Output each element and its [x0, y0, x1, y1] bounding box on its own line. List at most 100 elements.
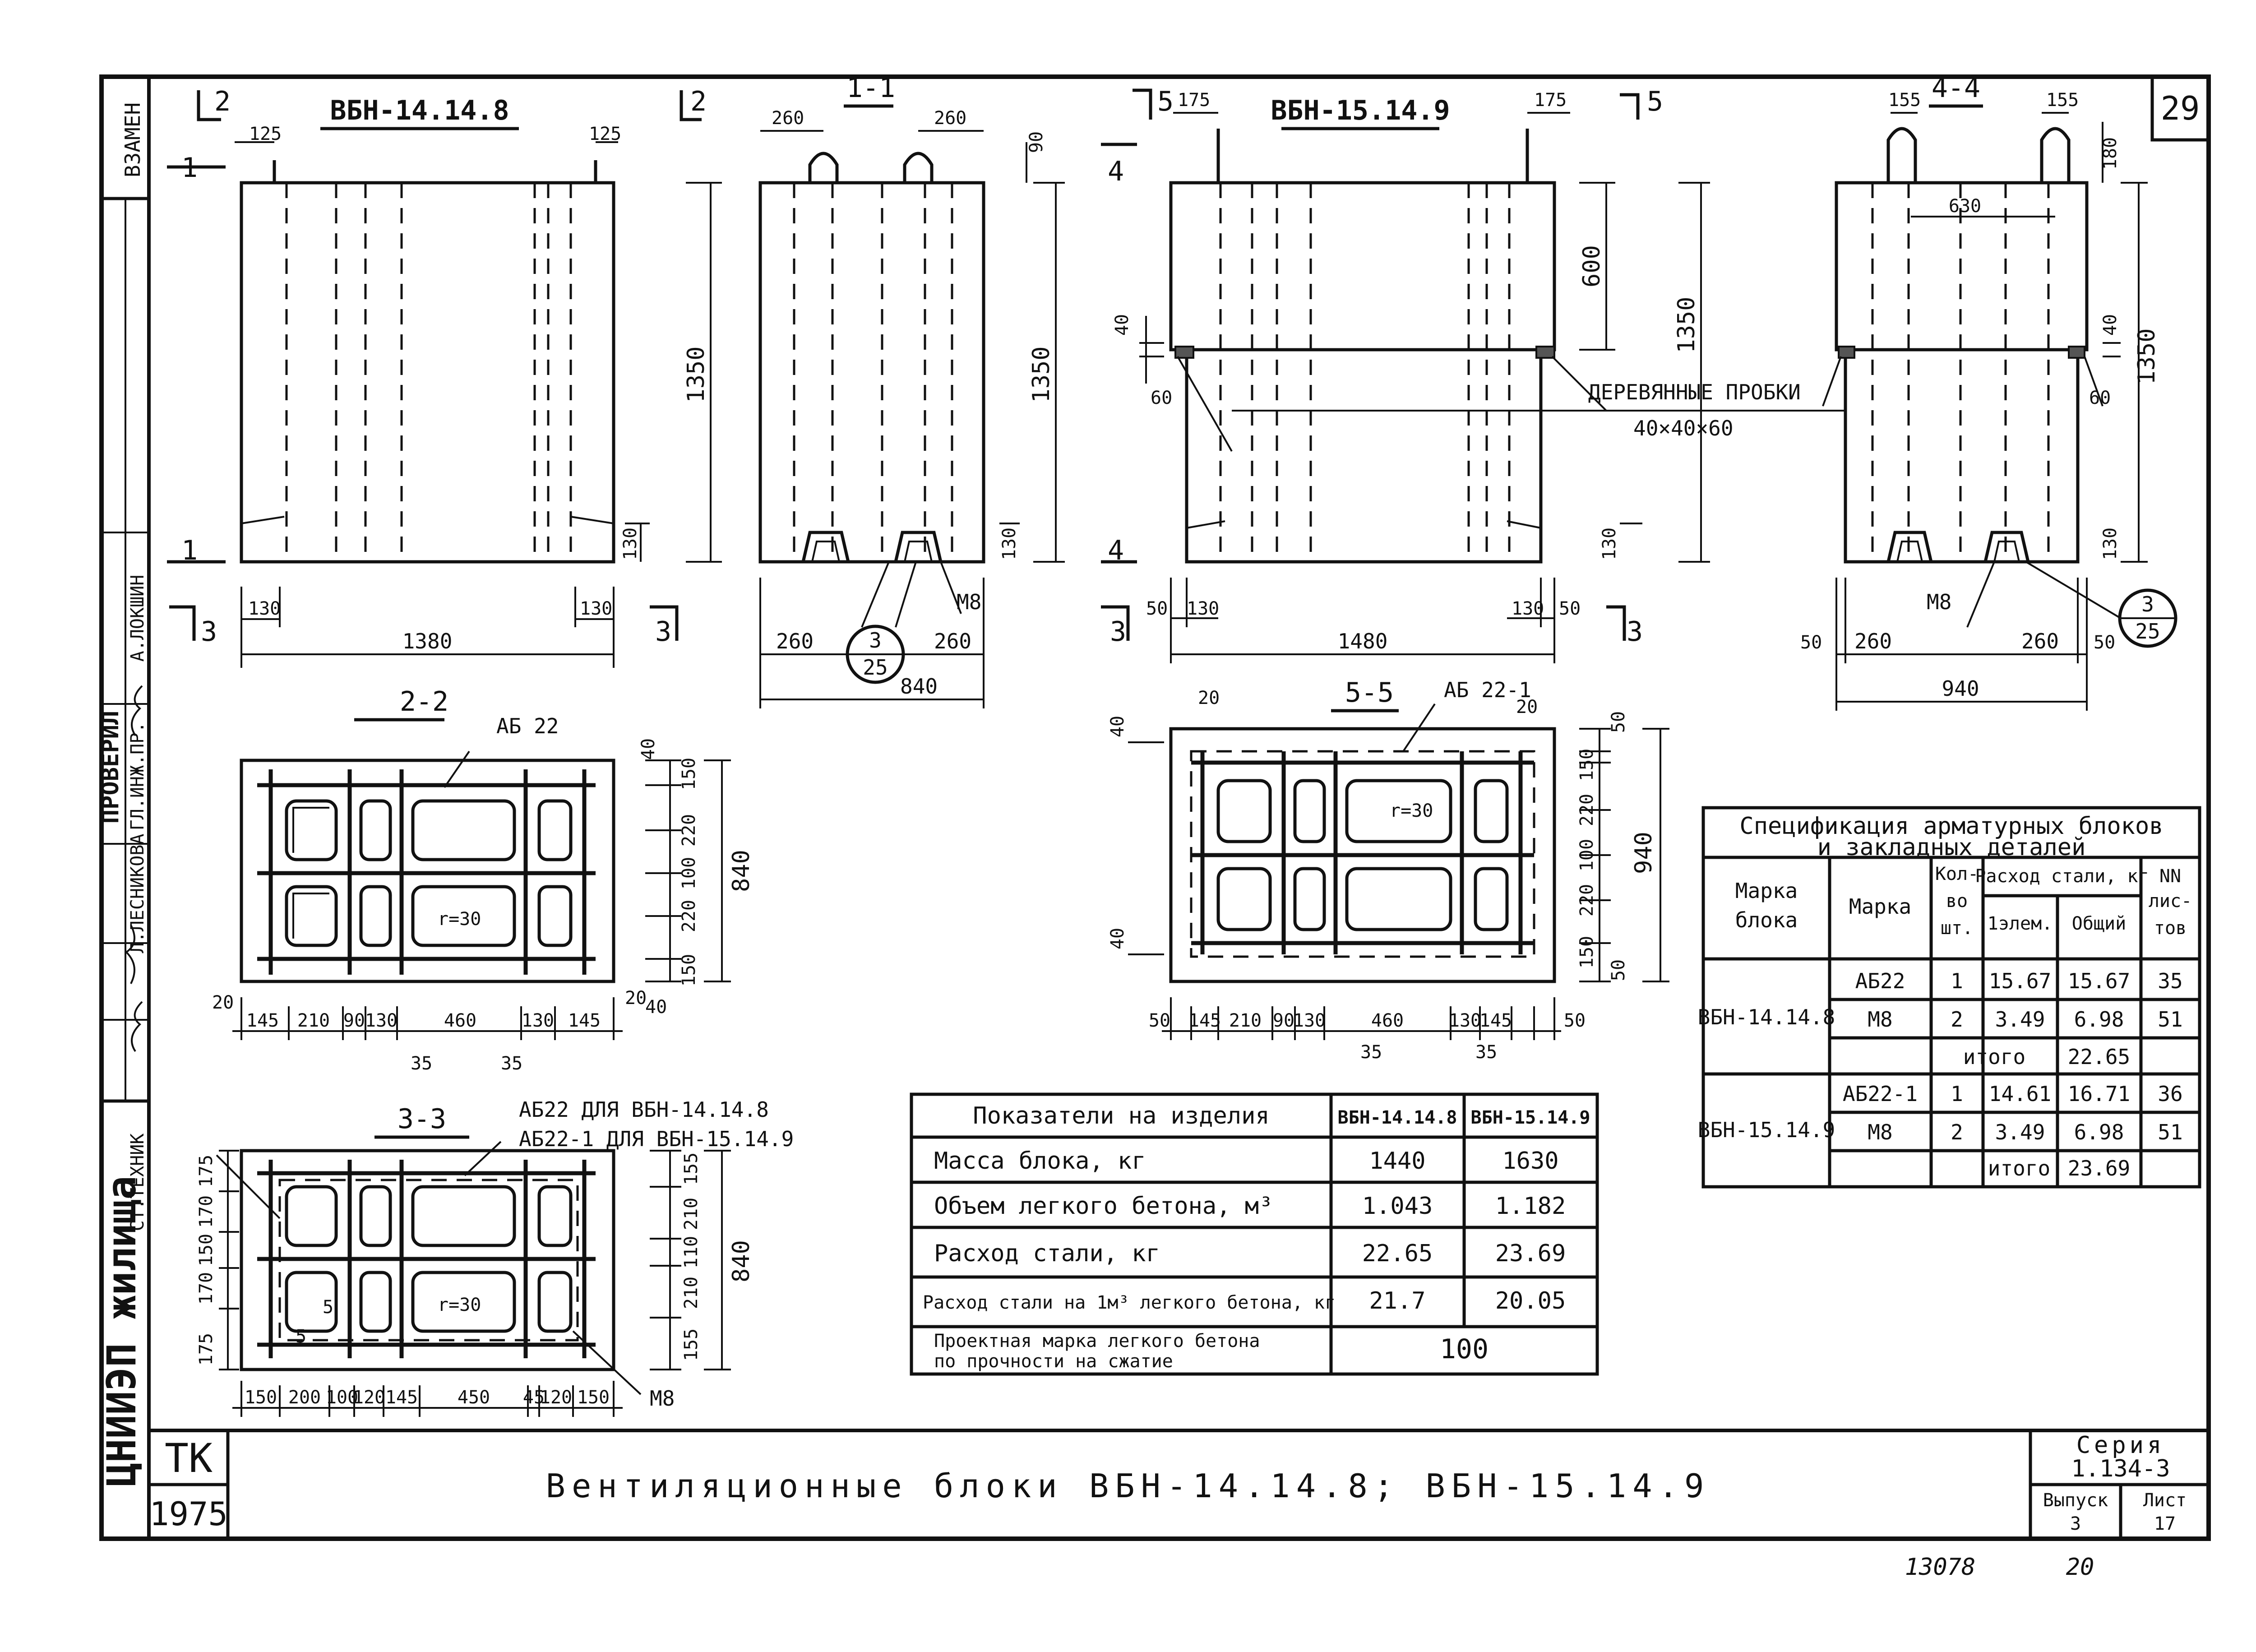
- dim-label: 460: [1371, 1010, 1404, 1031]
- spec-cell: 2: [1951, 1007, 1963, 1032]
- spec-table: [1701, 806, 2201, 1189]
- rebar-block-label: АБ22-1 ДЛЯ ВБН-15.14.9: [519, 1127, 794, 1151]
- spec-cell: 2: [1951, 1120, 1963, 1144]
- spec-cell: 3.49: [1995, 1007, 2045, 1032]
- indicator-row-value: 1630: [1502, 1148, 1558, 1175]
- spec-header: Марка: [1849, 894, 1911, 919]
- circle-mark-top: 3: [2141, 592, 2154, 616]
- dim-label: 20: [625, 988, 647, 1009]
- spec-header: 1элем.: [1988, 913, 2053, 934]
- dim-label: 260: [772, 108, 804, 129]
- dim-label: 150: [577, 1387, 610, 1408]
- dim-label: 130: [248, 598, 281, 619]
- dim-label: 150: [1576, 749, 1597, 781]
- dim-label: 5: [323, 1297, 333, 1318]
- signature-mark: [131, 1001, 143, 1052]
- view-title-vbn-15: ВБН-15.14.9: [1271, 95, 1450, 126]
- radius-label: r=30: [438, 909, 481, 930]
- wood-plugs-label: ДЕРЕВЯННЫЕ ПРОБКИ: [1588, 380, 1801, 404]
- stamp-checked: ПРОВЕРИЛ: [97, 711, 124, 824]
- section-mark: 2: [214, 86, 231, 117]
- dim-label: 120: [540, 1387, 572, 1408]
- dim-label: 145: [385, 1387, 418, 1408]
- indicator-last-label: Проектная марка легкого бетона: [934, 1331, 1260, 1351]
- dim-label: 260: [934, 629, 971, 653]
- spec-cell: 3.49: [1995, 1120, 2045, 1144]
- dim-label: 220: [1576, 794, 1597, 826]
- section-mark: 2: [690, 86, 707, 117]
- spec-header: во: [1946, 891, 1968, 912]
- circle-mark-bottom: 25: [863, 655, 888, 680]
- spec-cell: 51: [2158, 1007, 2182, 1032]
- callout-m8: М8: [957, 590, 981, 614]
- dim-label: 220: [679, 814, 699, 847]
- dim-label: 200: [288, 1387, 321, 1408]
- sheet-frame: [99, 74, 2211, 1541]
- stamp-role-gip: ГЛ.ИНЖ.ПР.: [127, 722, 148, 831]
- dim-label: 175: [196, 1333, 217, 1365]
- dim-label: 180: [2100, 137, 2121, 170]
- dim-label: 1350: [683, 346, 710, 403]
- view-title-3-3: 3-3: [398, 1103, 446, 1135]
- stamp-org: ЦНИИЭП жилища: [98, 1176, 145, 1487]
- indicators-header-col1: ВБН-14.14.8: [1338, 1107, 1457, 1128]
- indicator-row-value: 1.043: [1362, 1193, 1433, 1220]
- dim-label: 50: [1608, 711, 1629, 733]
- dim-label: 40: [1107, 716, 1128, 737]
- spec-title: Спецификация арматурных блоков: [1739, 813, 2163, 840]
- spec-block-name: ВБН-14.14.8: [1698, 1005, 1835, 1029]
- spec-cell: М8: [1868, 1120, 1892, 1144]
- spec-cell: 36: [2158, 1082, 2182, 1106]
- rebar-block-label: АБ22 ДЛЯ ВБН-14.14.8: [519, 1097, 769, 1122]
- section-mark: 5: [1157, 86, 1174, 117]
- title-block: [149, 1429, 2209, 1539]
- dim-label: 150: [1576, 936, 1597, 968]
- dim-label: 145: [1188, 1010, 1221, 1031]
- dim-label: 20: [1198, 688, 1220, 708]
- sheet-label: Лист: [2143, 1490, 2187, 1511]
- dim-label: 175: [1534, 90, 1567, 111]
- dim-label: 155: [2046, 90, 2079, 111]
- dim-label: 130: [1293, 1010, 1326, 1031]
- dim-label: 260: [2021, 629, 2059, 653]
- dim-label: 150: [679, 758, 699, 790]
- dim-label: 90: [1026, 131, 1047, 153]
- dim-label: 210: [681, 1277, 702, 1309]
- dim-label: 100: [326, 1387, 358, 1408]
- section-mark: 3: [1627, 616, 1643, 648]
- callout-m8: М8: [1927, 590, 1951, 614]
- dim-label: 40: [638, 738, 659, 760]
- spec-cell: 16.71: [2068, 1082, 2130, 1106]
- spec-header: шт.: [1941, 918, 1973, 939]
- dim-label: 40: [1112, 314, 1133, 336]
- spec-header: Расход стали, кг: [1975, 866, 2149, 887]
- footer-number-1: 13078: [1905, 1554, 1976, 1581]
- dim-label: 90: [1273, 1010, 1294, 1031]
- dim-label: 125: [249, 124, 282, 144]
- spec-cell: 14.61: [1989, 1082, 2051, 1106]
- dim-label: 130: [999, 528, 1020, 560]
- stamp-year: 1975: [149, 1495, 227, 1533]
- spec-cell: 6.98: [2074, 1007, 2124, 1032]
- dim-label: 100: [1576, 839, 1597, 871]
- dim-label: 220: [1576, 884, 1597, 916]
- dim-label: 220: [679, 900, 699, 932]
- stamp-vzamen: ВЗАМЕН: [120, 102, 145, 177]
- section-mark: 1: [181, 152, 198, 184]
- view-title-5-5: 5-5: [1345, 677, 1394, 708]
- indicator-row-label: Объем легкого бетона, м³: [934, 1193, 1273, 1220]
- dim-label: 630: [1949, 196, 1981, 217]
- view-section-5-5: [1128, 703, 1669, 1040]
- dim-label: 50: [1800, 632, 1822, 653]
- footer-number-2: 20: [2066, 1554, 2094, 1581]
- indicator-row-label: Расход стали на 1м³ легкого бетона, кг: [923, 1292, 1336, 1313]
- rebar-block-label: АБ 22-1: [1444, 678, 1531, 702]
- issue-label: Выпуск: [2043, 1490, 2108, 1511]
- wood-plugs-size: 40×40×60: [1633, 416, 1734, 440]
- drawing-title: Вентиляционные блоки ВБН-14.14.8; ВБН-15…: [546, 1467, 1710, 1505]
- dim-label: 130: [365, 1010, 398, 1031]
- dim-label: 45: [523, 1387, 545, 1408]
- dim-label: 50: [1608, 959, 1629, 981]
- dim-label: 155: [681, 1328, 702, 1361]
- dim-label: 1350: [1028, 346, 1055, 403]
